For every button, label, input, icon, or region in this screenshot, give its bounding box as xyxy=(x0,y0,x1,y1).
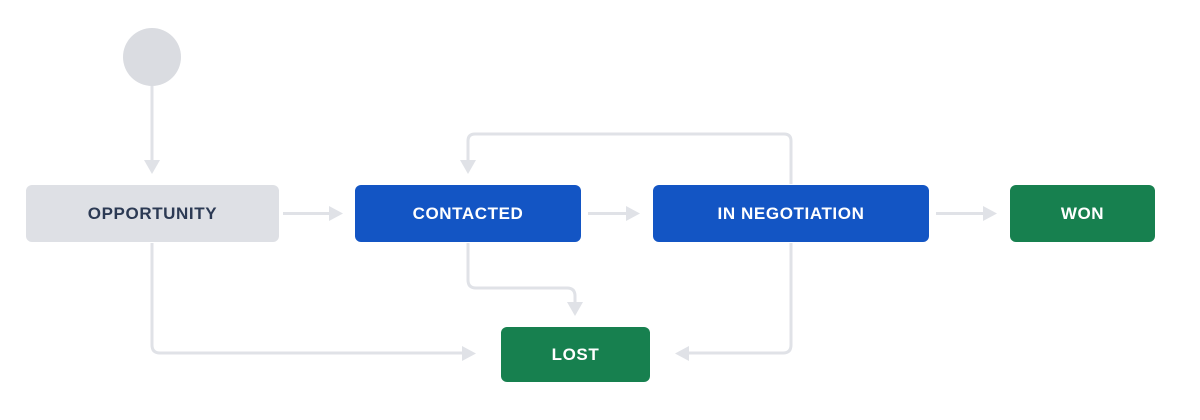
edge-in-negotiation-to-lost xyxy=(675,243,793,361)
edge-start-to-opportunity xyxy=(144,86,160,174)
arrowhead-in-negotiation-to-won xyxy=(983,206,997,221)
node-box-won[interactable] xyxy=(1010,185,1155,242)
node-box-opportunity[interactable] xyxy=(26,185,279,242)
arrowhead-contacted-to-lost xyxy=(567,302,583,316)
node-contacted[interactable]: CONTACTED xyxy=(355,185,581,242)
arrowhead-contacted-to-in-negotiation xyxy=(626,206,640,221)
node-box-in-negotiation[interactable] xyxy=(653,185,929,242)
start-node-circle[interactable] xyxy=(123,28,181,86)
arrowhead-in-negotiation-to-lost xyxy=(675,346,689,361)
edge-line-contacted-to-lost xyxy=(466,243,577,302)
edges-layer xyxy=(144,86,997,361)
arrowhead-opportunity-to-contacted xyxy=(329,206,343,221)
edge-opportunity-to-lost xyxy=(150,243,476,361)
node-opportunity[interactable]: OPPORTUNITY xyxy=(26,185,279,242)
edge-line-in-negotiation-to-lost xyxy=(689,243,793,355)
edge-contacted-to-in-negotiation xyxy=(588,206,640,221)
edge-opportunity-to-contacted xyxy=(283,206,343,221)
edge-in-negotiation-back-to-contacted xyxy=(460,132,793,184)
node-in-negotiation[interactable]: IN NEGOTIATION xyxy=(653,185,929,242)
arrowhead-opportunity-to-lost xyxy=(462,346,476,361)
edge-contacted-to-lost xyxy=(466,243,583,316)
arrowhead-in-negotiation-back-to-contacted xyxy=(460,160,476,174)
node-box-lost[interactable] xyxy=(501,327,650,382)
edge-line-opportunity-to-lost xyxy=(150,243,462,355)
edge-in-negotiation-to-won xyxy=(936,206,997,221)
node-box-contacted[interactable] xyxy=(355,185,581,242)
arrowhead-start-to-opportunity xyxy=(144,160,160,174)
nodes-layer: OPPORTUNITY CONTACTED IN NEGOTIATION WON LOS… xyxy=(26,28,1155,382)
node-won[interactable]: WON xyxy=(1010,185,1155,242)
edge-line-in-negotiation-back-to-contacted xyxy=(466,132,793,184)
node-lost[interactable]: LOST xyxy=(501,327,650,382)
